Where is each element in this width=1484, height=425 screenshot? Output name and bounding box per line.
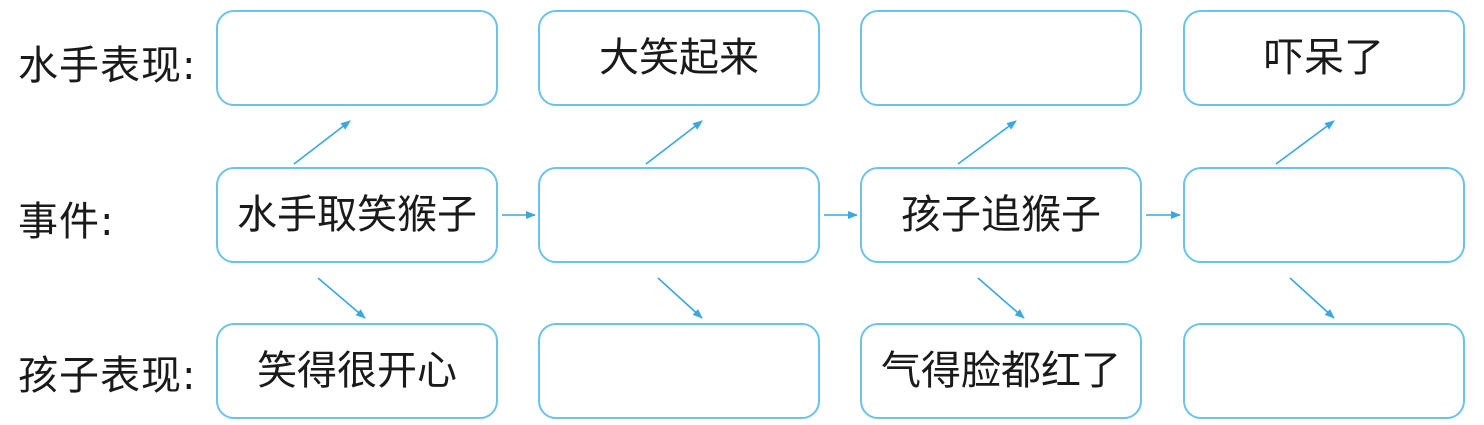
row-label-child-reaction: 孩子表现: xyxy=(18,353,197,399)
arrow-event-1-to-sailor xyxy=(293,120,351,165)
arrow-event-3-to-sailor xyxy=(957,120,1017,165)
child-reaction-box-2[interactable] xyxy=(538,323,820,419)
arrow-event-1-to-child xyxy=(317,277,366,319)
sailor-reaction-box-4[interactable]: 吓呆了 xyxy=(1183,10,1465,106)
child-reaction-box-3[interactable]: 气得脸都红了 xyxy=(860,323,1142,419)
arrow-event-2-to-child xyxy=(657,277,703,319)
child-reaction-box-1[interactable]: 笑得很开心 xyxy=(216,323,498,419)
row-label-event: 事件: xyxy=(18,199,115,245)
child-reaction-box-4[interactable] xyxy=(1183,323,1465,419)
event-box-2[interactable] xyxy=(538,167,820,263)
event-box-3[interactable]: 孩子追猴子 xyxy=(860,167,1142,263)
sailor-reaction-box-3[interactable] xyxy=(860,10,1142,106)
arrow-event-2-to-sailor xyxy=(645,120,703,165)
arrow-event-3-to-child xyxy=(977,277,1025,319)
arrow-event-4-to-sailor xyxy=(1275,120,1335,165)
row-label-sailor-reaction: 水手表现: xyxy=(18,43,197,89)
arrow-event-4-to-child xyxy=(1289,277,1335,319)
sailor-reaction-box-2[interactable]: 大笑起来 xyxy=(538,10,820,106)
event-box-4[interactable] xyxy=(1183,167,1465,263)
event-box-1[interactable]: 水手取笑猴子 xyxy=(216,167,498,263)
sailor-reaction-box-1[interactable] xyxy=(216,10,498,106)
